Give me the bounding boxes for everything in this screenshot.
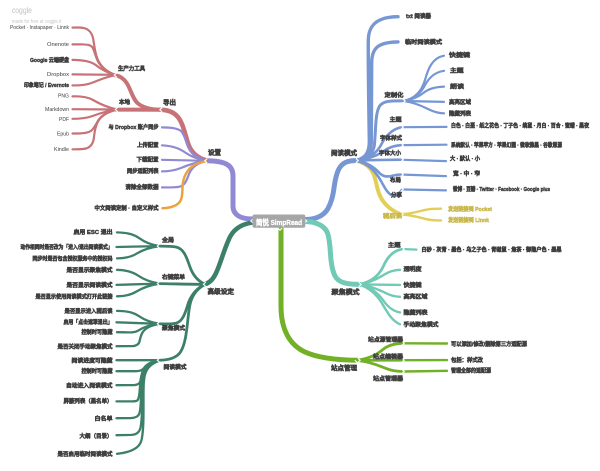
svg-text:分享: 分享 [391, 191, 402, 199]
svg-text:Onenote: Onenote [47, 42, 69, 48]
svg-text:聚焦模式: 聚焦模式 [161, 324, 185, 332]
svg-text:同步适配列表: 同步适配列表 [127, 167, 159, 175]
svg-text:可以添加/修改/删除第三方适配源: 可以添加/修改/删除第三方适配源 [451, 340, 527, 348]
svg-text:阅读模式: 阅读模式 [331, 148, 358, 157]
svg-text:是否显示聚焦模式: 是否显示聚焦模式 [65, 266, 112, 274]
svg-text:是否启用临时阅读模式: 是否启用临时阅读模式 [57, 450, 113, 458]
svg-text:发送链接到 Pocket: 发送链接到 Pocket [447, 205, 492, 213]
svg-text:包括：样式改: 包括：样式改 [451, 356, 483, 364]
svg-text:稍后读: 稍后读 [383, 212, 402, 220]
svg-text:PDF: PDF [59, 117, 70, 123]
svg-text:白色 · 白垩 · 纸之花色 · 丁子色 · 缟鼠 · 月白: 白色 · 白垩 · 纸之花色 · 丁子色 · 缟鼠 · 月白 · 百合 · 蜜蜡… [451, 122, 589, 130]
svg-text:手动聚焦模式: 手动聚焦模式 [404, 321, 439, 329]
svg-text:屏蔽列表（黑名单）: 屏蔽列表（黑名单） [64, 397, 113, 405]
svg-text:微博 · 豆瓣 · Twitter · Facebook ·: 微博 · 豆瓣 · Twitter · Facebook · Google pl… [452, 185, 550, 193]
svg-text:中文阅读定制 · 自定义样式: 中文阅读定制 · 自定义样式 [95, 204, 159, 212]
svg-text:宽 · 中 · 窄: 宽 · 中 · 窄 [452, 170, 480, 178]
svg-text:清除全部数据: 清除全部数据 [126, 183, 159, 191]
svg-text:字体样式: 字体样式 [380, 134, 402, 142]
svg-text:PNG: PNG [58, 94, 69, 100]
svg-text:本地: 本地 [119, 98, 130, 106]
svg-text:是否显示使用阅读模式打开此链接: 是否显示使用阅读模式打开此链接 [35, 293, 113, 301]
svg-text:控制时可隐藏: 控制时可隐藏 [82, 328, 113, 336]
svg-text:上传配置: 上传配置 [137, 141, 159, 149]
svg-text:聚焦模式: 聚焦模式 [330, 287, 360, 296]
svg-text:Kindle: Kindle [54, 147, 69, 153]
svg-text:布局: 布局 [390, 176, 401, 184]
svg-text:白砂 · 灰青 · 墨色 · 乌之子色 · 青磁鼠 · 焦茶: 白砂 · 灰青 · 墨色 · 乌之子色 · 青磁鼠 · 焦茶 · 御隐户色 · … [422, 246, 562, 254]
svg-text:临时阅读模式: 临时阅读模式 [405, 38, 442, 46]
svg-text:隐藏列表: 隐藏列表 [449, 110, 471, 118]
svg-text:下载配置: 下载配置 [137, 156, 159, 164]
svg-text:阅读模式: 阅读模式 [164, 363, 187, 371]
svg-text:生产力工具: 生产力工具 [118, 65, 145, 73]
svg-text:made for free at coggle.it: made for free at coggle.it [12, 19, 62, 25]
svg-text:大纲（目录）: 大纲（目录） [80, 432, 113, 440]
svg-text:与 Dropbox 账户同步: 与 Dropbox 账户同步 [109, 123, 159, 131]
svg-text:全局: 全局 [161, 236, 174, 244]
svg-text:白名单: 白名单 [95, 415, 113, 423]
svg-text:控制时可隐藏: 控制时可隐藏 [82, 367, 113, 375]
svg-text:快捷键: 快捷键 [449, 51, 470, 59]
svg-text:Pocket · Instapaper · Linnk: Pocket · Instapaper · Linnk [10, 25, 69, 31]
svg-text:站点管理器: 站点管理器 [373, 375, 403, 383]
svg-text:高亮区域: 高亮区域 [449, 98, 471, 106]
svg-text:主题: 主题 [390, 116, 402, 124]
svg-text:站点源管理器: 站点源管理器 [368, 336, 403, 344]
svg-text:自动进入阅读模式: 自动进入阅读模式 [66, 382, 113, 390]
svg-text:启用 ESC 退出: 启用 ESC 退出 [74, 228, 113, 236]
svg-text:阅读进度可隐藏: 阅读进度可隐藏 [72, 357, 113, 365]
svg-text:设置: 设置 [208, 148, 222, 157]
svg-text:coggle: coggle [12, 6, 32, 15]
svg-text:主题: 主题 [450, 67, 464, 75]
svg-text:管理全部的适配源: 管理全部的适配源 [451, 367, 491, 375]
svg-text:发送链接到 Linnk: 发送链接到 Linnk [447, 216, 490, 224]
svg-text:定制化: 定制化 [383, 91, 404, 99]
svg-text:透明度: 透明度 [404, 265, 422, 273]
svg-text:启用「点击遮罩退出」: 启用「点击遮罩退出」 [64, 318, 113, 326]
svg-text:站点管理: 站点管理 [331, 363, 358, 372]
svg-text:是否显示阅读模式: 是否显示阅读模式 [65, 281, 112, 289]
svg-text:同步时是否包含授权服务中的授权码: 同步时是否包含授权服务中的授权码 [33, 255, 113, 263]
svg-text:快捷键: 快捷键 [404, 281, 422, 289]
svg-text:动作相同时是否改为「进入/退出阅读模式」: 动作相同时是否改为「进入/退出阅读模式」 [21, 243, 113, 251]
svg-text:朗读: 朗读 [450, 83, 464, 91]
svg-text:Epub: Epub [57, 132, 69, 138]
svg-text:高亮区域: 高亮区域 [404, 293, 428, 301]
svg-text:字体大小: 字体大小 [379, 149, 401, 157]
svg-text:系统默认 · 苹果苹方 · 苹果幻圆 · 微软雅黑 · 谷歌: 系统默认 · 苹果苹方 · 苹果幻圆 · 微软雅黑 · 谷歌思源 [451, 141, 562, 149]
svg-text:主题: 主题 [388, 241, 401, 249]
svg-text:印象笔记 / Evernote: 印象笔记 / Evernote [24, 81, 69, 89]
svg-text:是否显示进入稍后读: 是否显示进入稍后读 [64, 307, 113, 315]
svg-text:右键菜单: 右键菜单 [162, 273, 185, 281]
svg-text:txt 阅读器: txt 阅读器 [406, 12, 431, 20]
svg-text:Markdown: Markdown [45, 107, 69, 113]
svg-text:是否关闭手动聚焦模式: 是否关闭手动聚焦模式 [57, 343, 113, 351]
svg-text:Google 云端硬盘: Google 云端硬盘 [30, 56, 69, 64]
svg-text:高级设定: 高级设定 [208, 287, 235, 296]
svg-text:隐藏列表: 隐藏列表 [404, 309, 428, 317]
svg-text:简悦 SimpRead: 简悦 SimpRead [256, 217, 302, 227]
svg-text:站点编辑器: 站点编辑器 [373, 353, 403, 361]
svg-text:Dropbox: Dropbox [47, 72, 69, 78]
svg-text:导出: 导出 [163, 98, 176, 107]
svg-text:大 · 默认 · 小: 大 · 默认 · 小 [450, 155, 480, 163]
